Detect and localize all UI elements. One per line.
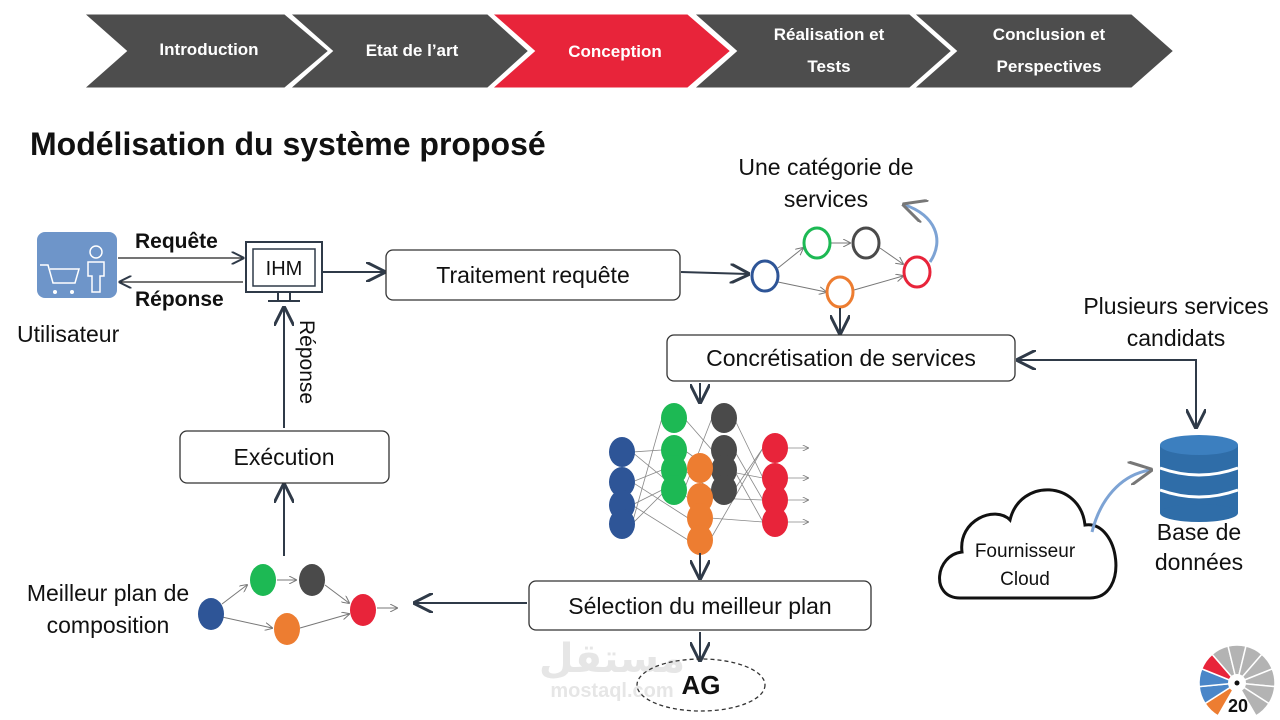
network-edge bbox=[683, 417, 713, 451]
concretisation-box bbox=[666, 334, 1016, 382]
category-label: Une catégorie de bbox=[738, 154, 913, 180]
network-node bbox=[687, 453, 713, 483]
ihm-monitor-icon bbox=[245, 241, 323, 302]
page-title: Modélisation du système proposé bbox=[30, 126, 546, 162]
network-node bbox=[661, 403, 687, 433]
network-node bbox=[661, 475, 687, 505]
network-node bbox=[762, 463, 788, 493]
network-edge bbox=[631, 481, 689, 519]
network-edge bbox=[709, 517, 764, 523]
network-edge bbox=[631, 489, 663, 506]
execution-box bbox=[179, 430, 390, 484]
cloud-label: Fournisseur bbox=[975, 541, 1076, 562]
network-node bbox=[711, 475, 737, 505]
svg-text:مستقل: مستقل bbox=[539, 637, 685, 681]
candidates-label: candidats bbox=[1127, 325, 1225, 351]
svg-text:mostaql.com: mostaql.com bbox=[550, 680, 673, 702]
selection-label: Sélection du meilleur plan bbox=[568, 593, 831, 619]
dial-segment bbox=[1236, 682, 1271, 717]
network-node bbox=[762, 485, 788, 515]
cloud-label: Cloud bbox=[1000, 569, 1050, 590]
network-node bbox=[762, 433, 788, 463]
selection-box bbox=[528, 580, 872, 631]
network-node bbox=[609, 467, 635, 497]
request-label: Requête bbox=[135, 230, 218, 253]
page-progress-dial bbox=[1198, 644, 1276, 717]
database-icon bbox=[1159, 435, 1239, 522]
watermark: مستقل mostaql.com bbox=[539, 637, 685, 702]
nav-label: Tests bbox=[807, 57, 850, 76]
node-circle bbox=[750, 259, 780, 293]
nav-label: Conception bbox=[568, 42, 662, 61]
network-edge bbox=[631, 469, 663, 483]
best-plan-graph bbox=[198, 564, 397, 645]
candidate-services-network bbox=[609, 403, 808, 555]
network-node bbox=[609, 437, 635, 467]
nav-label: Réalisation et bbox=[774, 25, 885, 44]
progress-nav: Introduction Etat de l’art Conception Ré… bbox=[78, 11, 1178, 91]
best-plan-label: Meilleur plan de bbox=[27, 580, 189, 606]
concretisation-label: Concrétisation de services bbox=[706, 345, 976, 371]
user-shopping-icon bbox=[37, 232, 117, 298]
node-circle bbox=[851, 226, 881, 260]
network-node bbox=[687, 525, 713, 555]
ag-label: AG bbox=[682, 670, 721, 700]
nav-step-conception[interactable]: Conception bbox=[486, 11, 735, 91]
nav-label: Introduction bbox=[159, 40, 258, 59]
network-edge bbox=[631, 417, 663, 525]
nav-label: Perspectives bbox=[997, 57, 1102, 76]
loop-arrow-icon bbox=[905, 205, 939, 263]
network-edge bbox=[733, 417, 764, 479]
ihm-label: IHM bbox=[266, 258, 303, 280]
network-edge bbox=[733, 449, 764, 501]
nav-step-realisation[interactable]: Réalisation et Tests bbox=[688, 11, 956, 91]
node-circle bbox=[902, 255, 932, 289]
network-node bbox=[711, 403, 737, 433]
execution-label: Exécution bbox=[233, 444, 334, 470]
node-circle bbox=[825, 275, 855, 309]
cloud-icon bbox=[938, 488, 1118, 600]
cloud-arrow-icon bbox=[1090, 470, 1150, 533]
network-node bbox=[609, 509, 635, 539]
network-node bbox=[762, 507, 788, 537]
page-number: 20 bbox=[1228, 696, 1248, 716]
network-edge bbox=[631, 504, 689, 541]
network-node bbox=[687, 503, 713, 533]
database-label: données bbox=[1155, 549, 1243, 575]
network-edge bbox=[733, 447, 764, 491]
category-graph bbox=[750, 205, 939, 309]
traitement-label: Traitement requête bbox=[436, 262, 629, 288]
traitement-box bbox=[385, 249, 681, 301]
database-label: Base de bbox=[1157, 519, 1241, 545]
nav-step-conclusion[interactable]: Conclusion et Perspectives bbox=[908, 11, 1178, 91]
nav-label: Etat de l’art bbox=[366, 41, 459, 60]
network-edge bbox=[631, 449, 663, 453]
best-plan-label: composition bbox=[47, 612, 170, 638]
ag-ellipse bbox=[636, 658, 766, 712]
category-label: services bbox=[784, 186, 868, 212]
vertical-response-label: Réponse bbox=[295, 320, 318, 404]
candidates-label: Plusieurs services bbox=[1083, 293, 1268, 319]
network-edge bbox=[733, 469, 764, 523]
nav-label: Conclusion et bbox=[993, 25, 1106, 44]
node-circle bbox=[802, 226, 832, 260]
response-label: Réponse bbox=[135, 288, 224, 311]
user-label: Utilisateur bbox=[17, 321, 120, 347]
nav-step-introduction[interactable]: Introduction bbox=[78, 11, 333, 91]
